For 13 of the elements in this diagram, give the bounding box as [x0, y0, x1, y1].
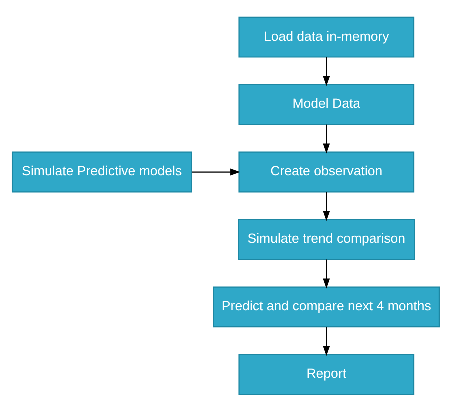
node-box: Predict and compare next 4 months: [213, 286, 440, 328]
arrow: [323, 259, 330, 288]
node-box: Model Data: [238, 84, 415, 125]
node-box: Report: [238, 354, 415, 395]
node-box: Simulate trend comparison: [238, 218, 416, 260]
node-box: Simulate Predictive models: [12, 151, 192, 192]
arrow: [323, 192, 330, 221]
arrow: [323, 56, 330, 86]
arrow: [192, 168, 240, 176]
node-box: Load data in-memory: [238, 16, 415, 58]
arrow: [323, 326, 330, 356]
node-box: Create observation: [238, 151, 415, 192]
arrow: [323, 124, 330, 154]
